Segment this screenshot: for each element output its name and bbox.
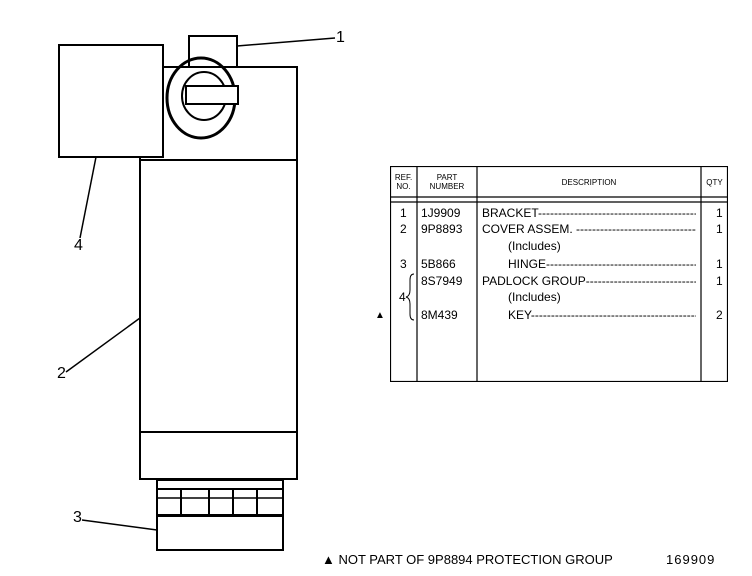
row-2-part: 9P8893 xyxy=(421,222,463,236)
row-1-ref: 1 xyxy=(400,206,407,220)
row-4-qty: 1 xyxy=(716,274,723,288)
padlock-body xyxy=(58,44,164,158)
row-4-part: 8S7949 xyxy=(421,274,463,288)
callout-3: 3 xyxy=(73,509,82,526)
table-grid xyxy=(390,166,728,382)
row-1-description: BRACKET---------------------------------… xyxy=(482,206,696,220)
row-2-includes: (Includes) xyxy=(508,239,561,253)
cover-body-lower xyxy=(139,159,298,480)
row-5-qty: 2 xyxy=(716,308,723,322)
callout-1: 1 xyxy=(336,29,345,46)
row-5-part: 8M439 xyxy=(421,308,458,322)
callout-4: 4 xyxy=(74,237,83,254)
header-ref-no: REF. NO. xyxy=(394,173,413,191)
parts-table: REF. NO. PART NUMBER DESCRIPTION QTY 1 1… xyxy=(390,166,728,382)
not-part-marker: ▲ xyxy=(375,310,385,321)
row-1-part: 1J9909 xyxy=(421,206,461,220)
row-3-description: HINGE-----------------------------------… xyxy=(508,257,696,271)
header-description: DESCRIPTION xyxy=(561,178,617,187)
row-3-part: 5B866 xyxy=(421,257,456,271)
row-2-qty: 1 xyxy=(716,222,723,236)
row-4-description: PADLOCK GROUP---------------------------… xyxy=(482,274,696,288)
footnote: ▲ NOT PART OF 9P8894 PROTECTION GROUP xyxy=(322,552,613,567)
row-2-ref: 2 xyxy=(400,222,407,236)
row-5-description: KEY-------------------------------------… xyxy=(508,308,696,322)
bracket-shape xyxy=(188,35,238,69)
row-3-ref: 3 xyxy=(400,257,407,271)
header-qty: QTY xyxy=(706,178,723,187)
header-part-number: PART NUMBER xyxy=(429,173,465,191)
row-4-includes: (Includes) xyxy=(508,290,561,304)
row-2-description: COVER ASSEM. ---------------------------… xyxy=(482,222,696,236)
row-4-ref: 4 xyxy=(399,290,406,304)
drawing-number: 169909 xyxy=(666,552,716,567)
callout-2: 2 xyxy=(57,365,66,382)
row-3-qty: 1 xyxy=(716,257,723,271)
row-1-qty: 1 xyxy=(716,206,723,220)
